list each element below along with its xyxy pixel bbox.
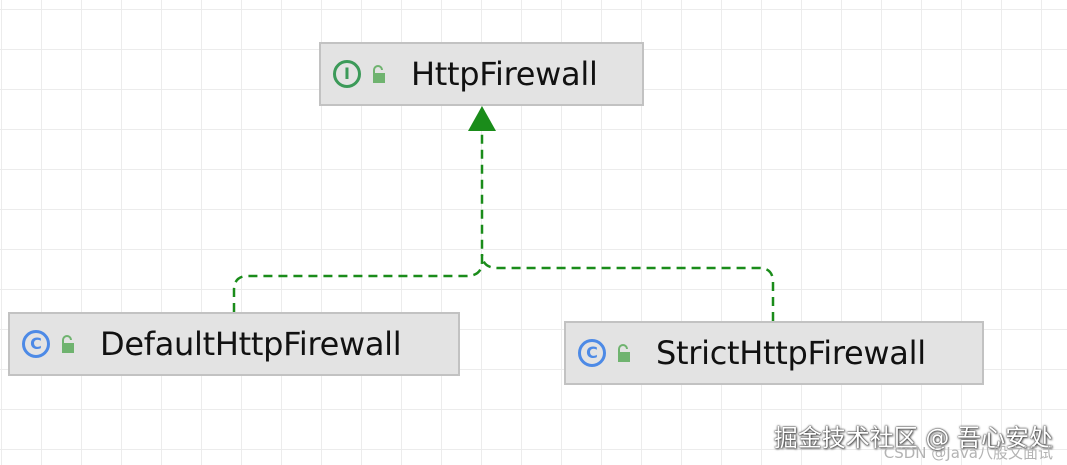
- watermark-secondary: CSDN @Java八股文面试: [883, 444, 1053, 462]
- node-label: HttpFirewall: [411, 55, 598, 93]
- connector-strict-to-interface: [480, 253, 775, 321]
- class-icon: C: [22, 330, 50, 358]
- class-icon: C: [578, 339, 606, 367]
- node-label: StrictHttpFirewall: [656, 334, 926, 372]
- public-lock-icon: [62, 335, 74, 353]
- connector-default-to-interface: [232, 131, 484, 312]
- class-node-stricthttpfirewall[interactable]: C StrictHttpFirewall: [564, 321, 984, 385]
- node-label: DefaultHttpFirewall: [100, 325, 402, 363]
- public-lock-icon: [373, 65, 385, 83]
- interface-node-httpfirewall[interactable]: I HttpFirewall: [319, 42, 644, 106]
- watermark-primary: 掘金技术社区 @ 吾心安处: [773, 424, 1053, 452]
- class-node-defaulthttpfirewall[interactable]: C DefaultHttpFirewall: [8, 312, 460, 376]
- public-lock-icon: [618, 344, 630, 362]
- implements-arrowhead: [468, 106, 496, 131]
- interface-icon: I: [333, 60, 361, 88]
